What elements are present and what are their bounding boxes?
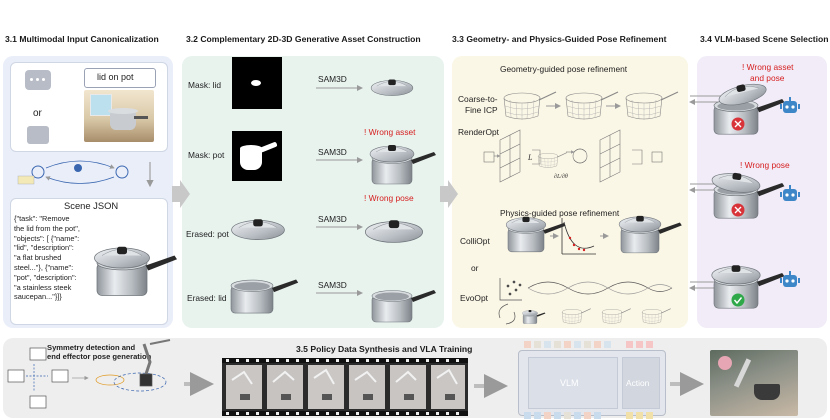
- physics-refine-title: Physics-guided pose refinement: [500, 208, 620, 218]
- action-block: [622, 357, 660, 409]
- asset-row-2-label: Mask: pot: [188, 150, 225, 160]
- panel-assets: [182, 56, 444, 328]
- action-label: Action: [626, 378, 650, 388]
- mask-pot-image: [232, 131, 282, 181]
- sam3d-label-2: SAM3D: [318, 147, 347, 157]
- section-title-refine: 3.3 Geometry- and Physics-Guided Pose Re…: [452, 34, 667, 44]
- prompt-text: lid on pot: [97, 72, 134, 82]
- icp-label-line2: Fine ICP: [465, 105, 498, 115]
- section-title-policy: 3.5 Policy Data Synthesis and VLA Traini…: [296, 344, 473, 354]
- renderopt-label: RenderOpt: [458, 127, 499, 137]
- image-icon: [27, 126, 49, 144]
- gradient-symbol: ∂L/∂θ: [554, 173, 568, 180]
- evoopt-diagram: [498, 278, 673, 325]
- symmetry-label-line2: end effector pose generation: [47, 352, 152, 361]
- wrong-pose-warning: ! Wrong pose: [364, 193, 414, 203]
- asset-row-4-label: Erased: lid: [187, 293, 227, 303]
- wrong-asset-pose-warning-line2: and pose: [750, 73, 785, 83]
- renderopt-diagram: L: [483, 129, 663, 183]
- section-title-assets: 3.2 Complementary 2D-3D Generative Asset…: [186, 34, 421, 44]
- film-frames: [222, 358, 468, 416]
- reject-icon-2: [731, 203, 745, 217]
- canonicalization-cycle-diagram: [17, 160, 129, 185]
- wrong-asset-pose-warning-line1: ! Wrong asset: [742, 62, 794, 72]
- scene-json-text: {"task": "Remove the lid from the pot", …: [14, 214, 80, 302]
- sam3d-label-4: SAM3D: [318, 280, 347, 290]
- asset-row-1-label: Mask: lid: [188, 80, 222, 90]
- section-title-selection: 3.4 VLM-based Scene Selection: [700, 34, 829, 44]
- accept-icon: [731, 293, 745, 307]
- robot-icon-3: [780, 271, 800, 287]
- colliopt-loss-curve: [561, 218, 596, 255]
- symmetry-label-line1: Symmetry detection and: [47, 343, 136, 352]
- token-squares: [524, 341, 653, 419]
- prompt-box: [84, 68, 156, 88]
- or-label: or: [33, 108, 42, 119]
- vlm-label: VLM: [560, 378, 579, 388]
- wrong-pose-selection-warning: ! Wrong pose: [740, 160, 790, 170]
- wrong-asset-warning: ! Wrong asset: [364, 127, 416, 137]
- asset-row-3-label: Erased: pot: [186, 229, 229, 239]
- end-effector-diagram: [7, 339, 171, 409]
- robot-icon-2: [780, 185, 800, 201]
- chat-icon: [25, 70, 51, 90]
- refine-or-label: or: [471, 263, 479, 273]
- geometry-refine-title: Geometry-guided pose refinement: [500, 64, 628, 74]
- film-strip: [222, 358, 468, 416]
- colliopt-label: ColliOpt: [460, 236, 490, 246]
- reject-icon-1: [731, 117, 745, 131]
- section-title-input: 3.1 Multimodal Input Canonicalization: [5, 34, 159, 44]
- svg-text:L: L: [527, 153, 533, 162]
- vlm-block: [528, 357, 618, 409]
- kitchen-photo: [84, 90, 154, 142]
- robot-icon-1: [780, 97, 800, 113]
- icp-label-line1: Coarse-to-: [458, 94, 498, 104]
- sam3d-label-3: SAM3D: [318, 214, 347, 224]
- mask-lid-image: [232, 57, 282, 109]
- scene-json-title: Scene JSON: [64, 200, 119, 211]
- real-robot-photo: [710, 350, 798, 416]
- sam3d-label-1: SAM3D: [318, 74, 347, 84]
- evoopt-label: EvoOpt: [460, 293, 488, 303]
